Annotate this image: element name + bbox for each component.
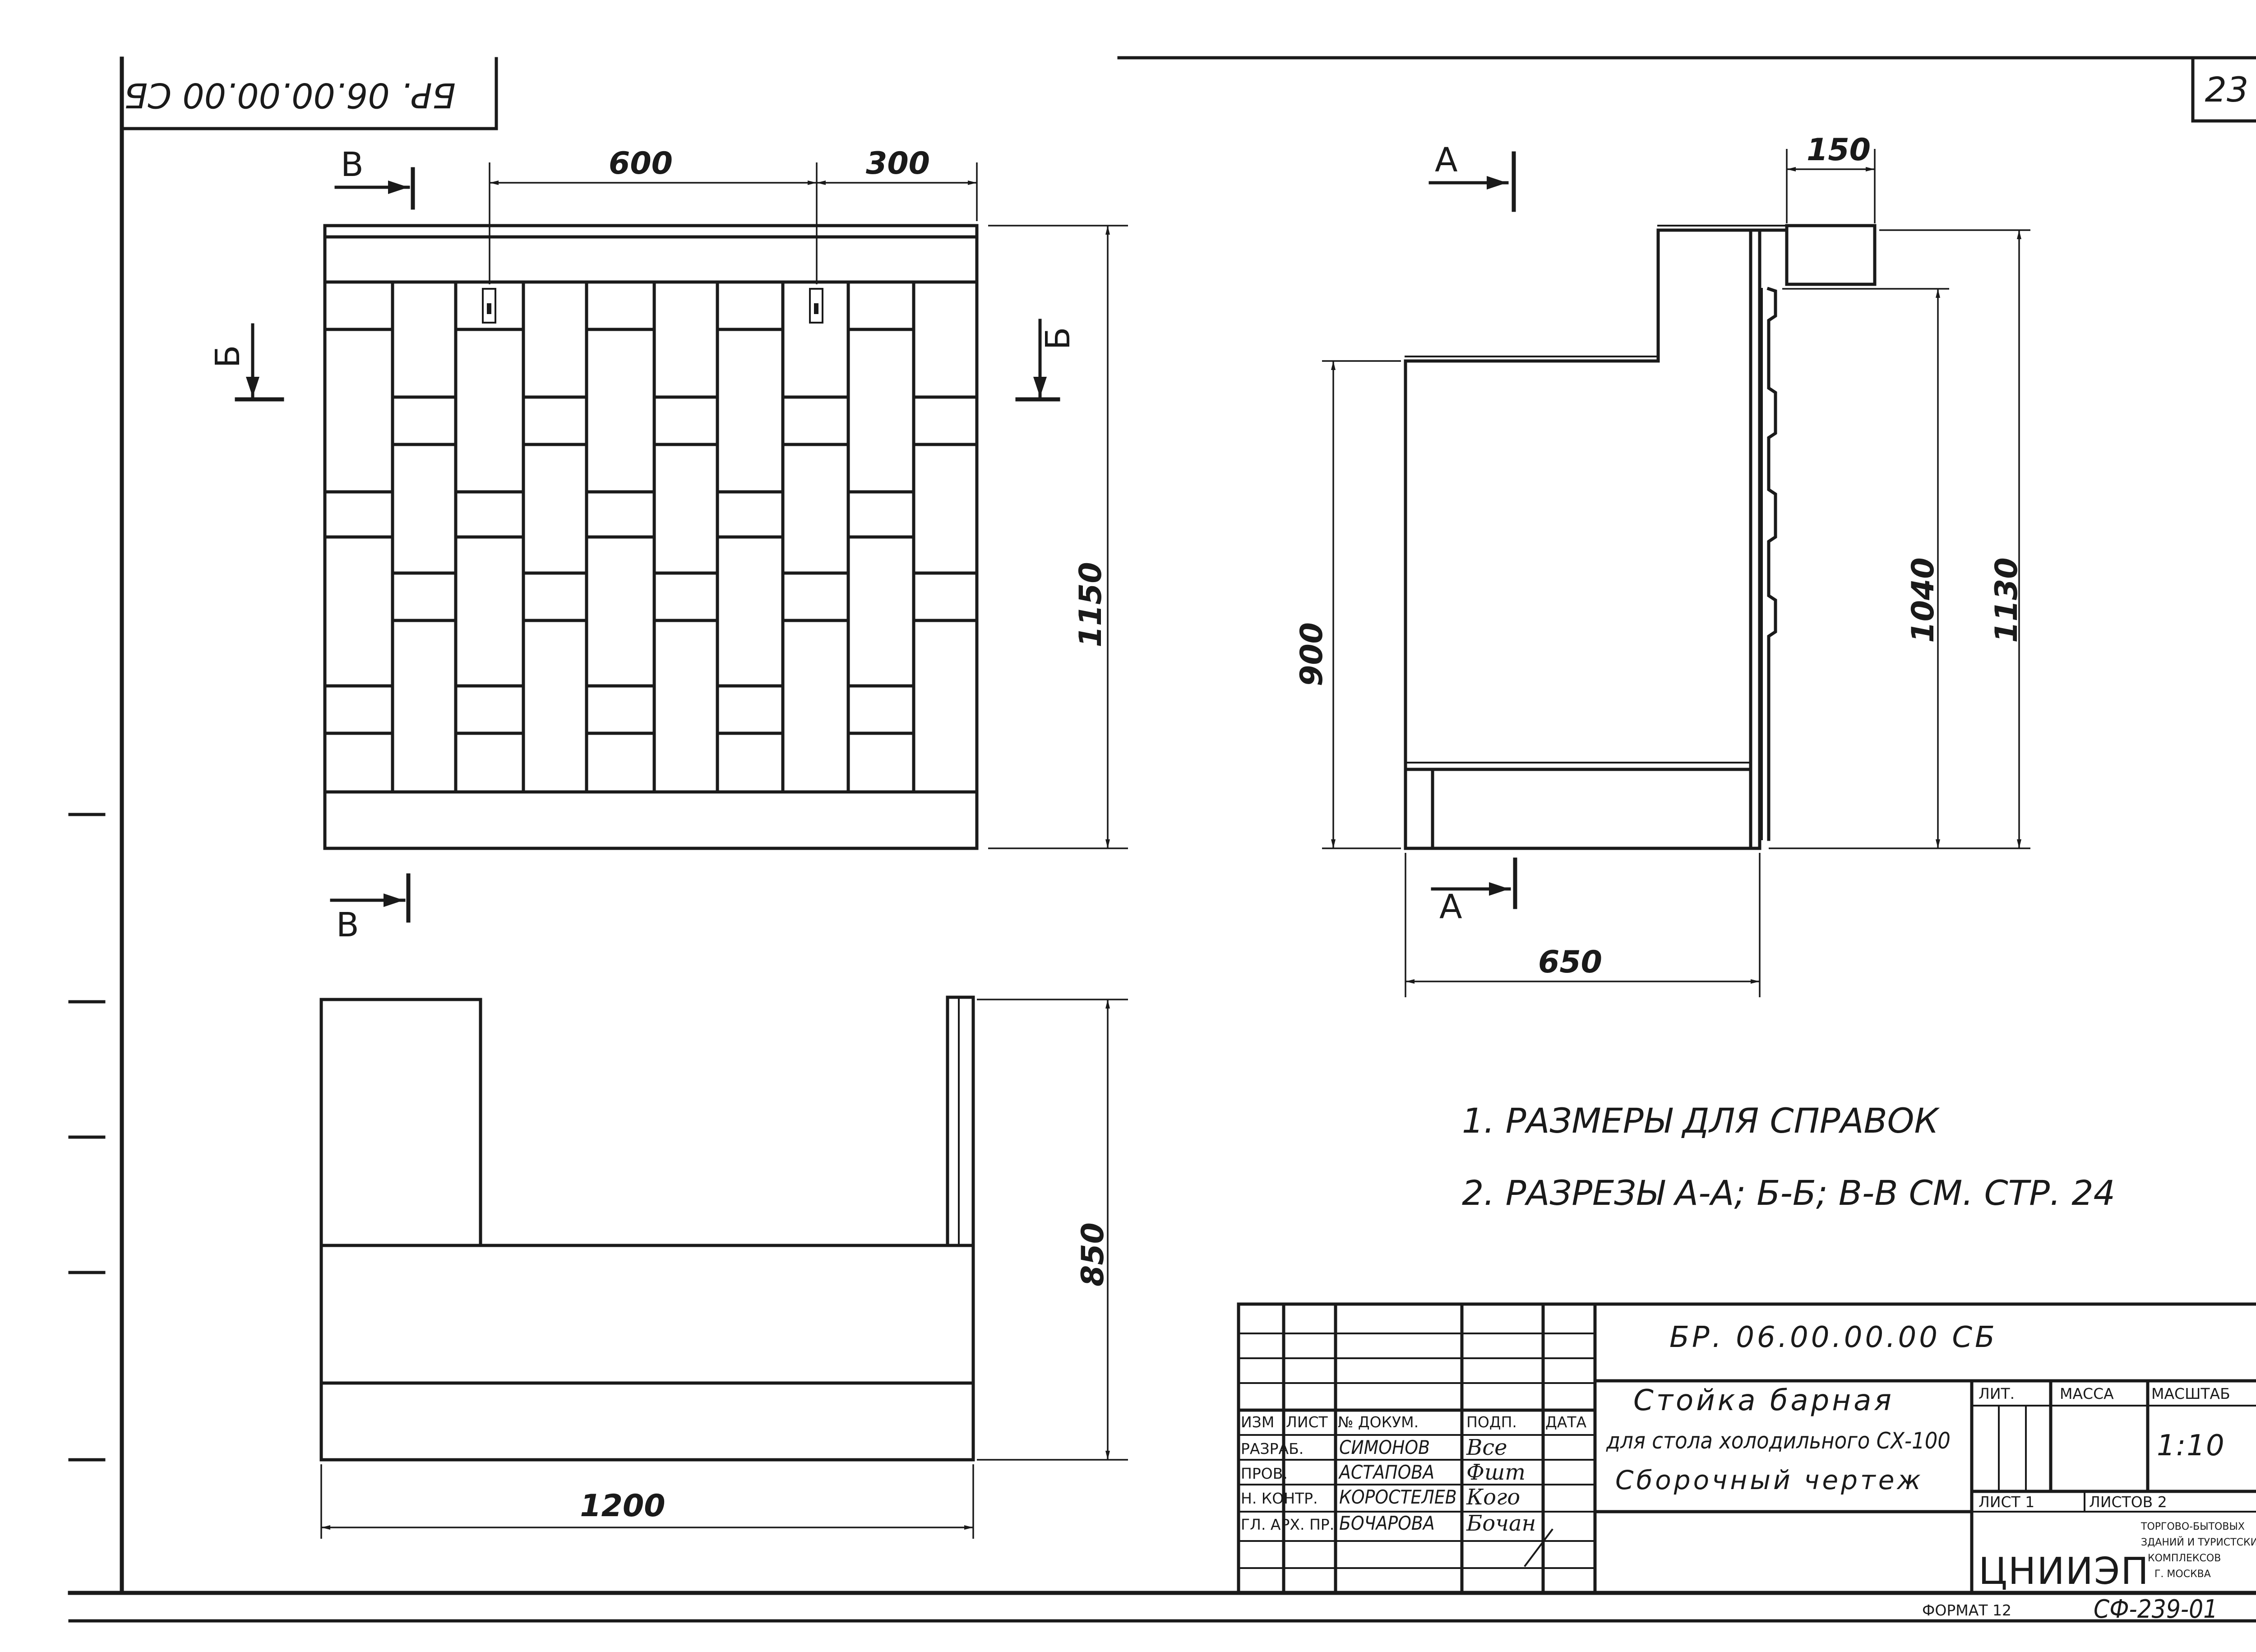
dim-1200: 1200	[580, 1488, 665, 1524]
dim-650: 650	[1538, 944, 1602, 980]
section-markers-front: В В Б Б	[208, 145, 1077, 944]
page-number-box: 23	[2191, 56, 2256, 123]
notes: 1. РАЗМЕРЫ ДЛЯ СПРАВОК 2. РАЗРЕЗЫ А-А; Б…	[1462, 1101, 2115, 1213]
tb-col-izm: ИЗМ	[1241, 1413, 1274, 1431]
tb-role-3: ГЛ. АРХ. ПР.	[1241, 1516, 1334, 1533]
tb-signature-2: Кого	[1466, 1485, 1520, 1510]
tb-mass-label: МАССА	[2060, 1385, 2114, 1402]
format-strip: ФОРМАТ 12 СФ-239-01	[1922, 1595, 2218, 1624]
dim-1150: 1150	[1073, 562, 1109, 647]
signature-stroke	[1524, 1528, 1553, 1567]
format-label: ФОРМАТ 12	[1922, 1601, 2011, 1619]
section-v-top: В	[341, 145, 364, 184]
stamp-code: БР. 06.00.00.00 СБ	[124, 75, 456, 116]
section-markers-side: А А	[1428, 141, 1517, 926]
plan-dimensions: 850 1200	[320, 999, 1128, 1539]
sheet-code: СФ-239-01	[2094, 1595, 2218, 1624]
dim-850: 850	[1075, 1222, 1111, 1286]
dim-300: 300	[866, 146, 930, 181]
front-view	[323, 224, 979, 850]
plan-view	[319, 995, 975, 1462]
dim-1040: 1040	[1905, 557, 1941, 643]
tb-title-line3: Сборочный чертеж	[1615, 1465, 1923, 1495]
tb-col-list: ЛИСТ	[1286, 1413, 1328, 1431]
tb-org-line-3: Г. МОСКВА	[2154, 1569, 2211, 1580]
side-view	[1404, 224, 1877, 850]
tb-scale-label: МАСШТАБ	[2151, 1385, 2230, 1402]
tb-role-1: ПРОВ.	[1241, 1465, 1288, 1482]
tb-title-line2: для стола холодильного СХ-100	[1606, 1428, 1951, 1454]
front-dimensions: 600 300 1150	[489, 146, 1128, 849]
front-brackets	[482, 288, 823, 324]
side-dimensions: 150 900 1040 1130 650	[1294, 132, 2030, 997]
tb-role-0: РАЗРАБ.	[1241, 1440, 1304, 1458]
note-1: 1. РАЗМЕРЫ ДЛЯ СПРАВОК	[1462, 1101, 1940, 1141]
tb-name-3: БОЧАРОВА	[1339, 1512, 1435, 1534]
section-v-bottom: В	[336, 906, 359, 944]
section-b-right: Б	[1039, 327, 1077, 350]
tb-title-line1: Стойка барная	[1633, 1384, 1894, 1417]
tb-signature-3: Бочан	[1466, 1511, 1536, 1536]
tb-scale-value: 1:10	[2157, 1429, 2225, 1462]
section-a-bottom: А	[1439, 888, 1462, 926]
tb-lit-label: ЛИТ.	[1979, 1385, 2015, 1402]
sheet-frame	[68, 56, 2256, 1623]
stamp-box: БР. 06.00.00.00 СБ	[120, 57, 498, 130]
tb-signature-1: Фшт	[1466, 1460, 1526, 1485]
tb-role-2: Н. КОНТР.	[1241, 1490, 1318, 1507]
tb-name-2: КОРОСТЕЛЕВ	[1339, 1486, 1457, 1508]
section-b-left: Б	[208, 345, 247, 368]
dim-1130: 1130	[1989, 557, 2025, 643]
tb-sheets: ЛИСТОВ 2	[2089, 1493, 2167, 1511]
tb-signature-0: Все	[1466, 1435, 1507, 1460]
title-block: БР. 06.00.00.00 СБ Стойка барная для сто…	[1237, 1302, 2256, 1595]
tb-sheet: ЛИСТ 1	[1979, 1493, 2034, 1511]
tb-org-line-1: ЗДАНИЙ И ТУРИСТСКИХ	[2141, 1536, 2256, 1548]
tb-col-sign: ПОДП.	[1466, 1413, 1517, 1431]
tb-org-line-0: ТОРГОВО-БЫТОВЫХ	[2140, 1521, 2245, 1532]
tb-name-0: СИМОНОВ	[1339, 1436, 1430, 1458]
tb-name-1: АСТАПОВА	[1338, 1461, 1434, 1483]
tb-org-line-2: КОМПЛЕКСОВ	[2148, 1553, 2221, 1564]
tb-col-doc: № ДОКУМ.	[1338, 1413, 1419, 1431]
tb-col-date: ДАТА	[1545, 1413, 1587, 1431]
note-2: 2. РАЗРЕЗЫ А-А; Б-Б; В-В СМ. СТР. 24	[1462, 1173, 2115, 1213]
tb-designation: БР. 06.00.00.00 СБ	[1669, 1321, 1997, 1354]
page-number: 23	[2205, 69, 2249, 110]
front-slats	[323, 280, 979, 794]
section-a-top: А	[1435, 141, 1458, 180]
dim-150: 150	[1807, 132, 1871, 168]
tb-org-logo: ЦНИИЭП	[1979, 1550, 2150, 1593]
dim-600: 600	[609, 146, 673, 181]
dim-900: 900	[1294, 622, 1330, 686]
